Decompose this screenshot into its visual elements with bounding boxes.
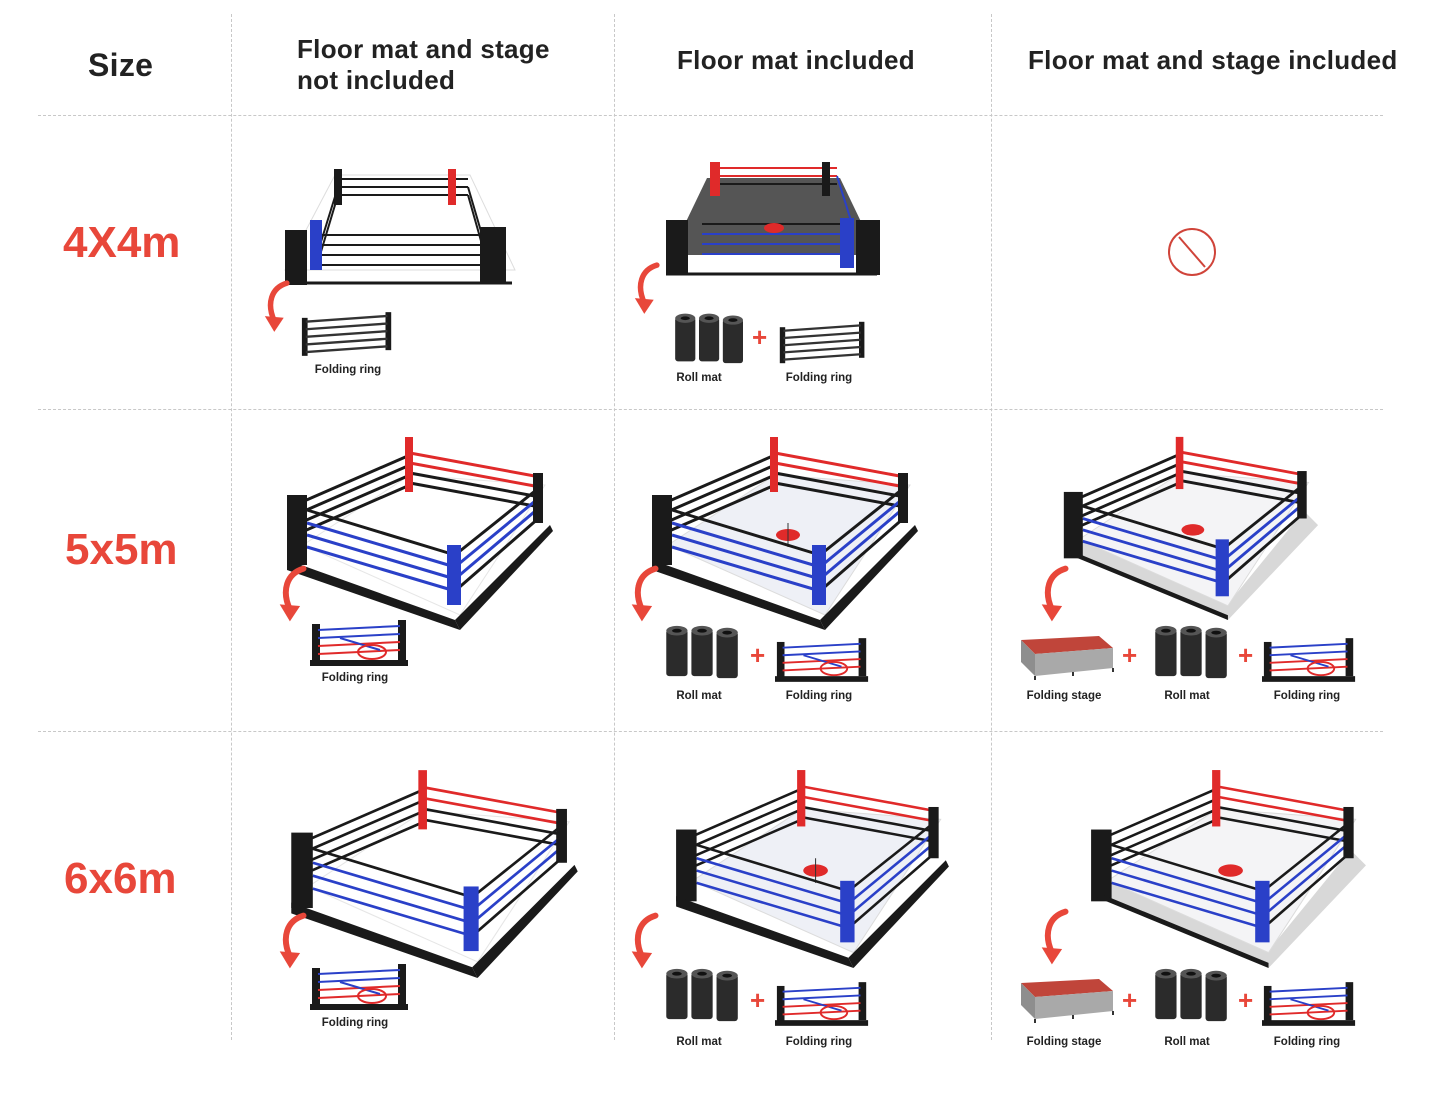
- folding-stage-icon: [1020, 978, 1114, 1024]
- folding-ring-icon: [778, 320, 866, 365]
- item-caption: Folding stage: [1026, 1036, 1102, 1048]
- item-caption: Folding ring: [321, 1017, 389, 1029]
- plus-sign: +: [1238, 640, 1254, 670]
- arrow-icon: [262, 280, 296, 335]
- plus-sign: +: [750, 640, 766, 670]
- item-caption: Folding ring: [1273, 1036, 1341, 1048]
- plus-sign: +: [750, 985, 766, 1015]
- row-divider: [38, 731, 1383, 732]
- ring-with-mat-image: [676, 770, 949, 968]
- row-divider: [38, 115, 1383, 116]
- ring-with-stage-image: [1091, 770, 1366, 968]
- item-caption: Folding ring: [1273, 690, 1341, 702]
- ring-with-mat-image: [652, 437, 918, 630]
- column-divider: [231, 14, 232, 1040]
- roll-mat-icon: [1155, 625, 1227, 679]
- plus-sign: +: [1238, 985, 1254, 1015]
- item-caption: Folding ring: [785, 690, 853, 702]
- item-caption: Folding ring: [314, 364, 382, 376]
- folding-ring-icon: [775, 637, 870, 683]
- ring-image: [284, 169, 516, 285]
- header-no-mat-no-stage: Floor mat and stage not included: [297, 34, 550, 96]
- header-floor-mat: Floor mat included: [677, 45, 915, 75]
- arrow-icon: [630, 912, 664, 972]
- folding-ring-icon: [300, 310, 393, 358]
- plus-sign: +: [752, 322, 768, 352]
- roll-mat-icon: [666, 625, 738, 679]
- header-line: Floor mat and stage: [297, 34, 550, 64]
- ring-image: [291, 770, 578, 978]
- item-caption: Roll mat: [676, 372, 722, 384]
- item-caption: Folding ring: [321, 672, 389, 684]
- size-label-4x4: 4X4m: [63, 218, 181, 267]
- size-label-6x6: 6x6m: [64, 854, 177, 903]
- arrow-icon: [278, 565, 312, 625]
- item-caption: Roll mat: [1164, 1036, 1210, 1048]
- folding-ring-icon: [775, 981, 870, 1027]
- folding-ring-icon: [1262, 981, 1357, 1027]
- arrow-icon: [1040, 908, 1074, 968]
- prohibited-icon: [1168, 228, 1216, 276]
- ring-with-stage-image: [1063, 436, 1319, 620]
- folding-ring-icon: [310, 619, 409, 667]
- item-caption: Roll mat: [1164, 690, 1210, 702]
- header-size: Size: [88, 47, 154, 83]
- roll-mat-icon: [675, 313, 743, 364]
- plus-sign: +: [1122, 640, 1138, 670]
- column-divider: [991, 14, 992, 1040]
- arrow-icon: [1040, 565, 1074, 625]
- arrow-icon: [630, 565, 664, 625]
- folding-ring-icon: [1262, 637, 1357, 683]
- folding-ring-icon: [310, 963, 409, 1011]
- item-caption: Folding ring: [785, 372, 853, 384]
- row-divider: [38, 409, 1383, 410]
- arrow-icon: [632, 262, 666, 317]
- item-caption: Roll mat: [676, 1036, 722, 1048]
- column-divider: [614, 14, 615, 1040]
- roll-mat-icon: [666, 968, 738, 1022]
- plus-sign: +: [1122, 985, 1138, 1015]
- folding-stage-icon: [1020, 635, 1114, 681]
- item-caption: Roll mat: [676, 690, 722, 702]
- ring-image: [287, 437, 553, 630]
- header-line: not included: [297, 65, 456, 95]
- roll-mat-icon: [1155, 968, 1227, 1022]
- ring-with-mat-image: [666, 162, 880, 276]
- item-caption: Folding stage: [1026, 690, 1102, 702]
- header-mat-and-stage: Floor mat and stage included: [1028, 45, 1398, 75]
- size-label-5x5: 5x5m: [65, 525, 178, 574]
- item-caption: Folding ring: [785, 1036, 853, 1048]
- arrow-icon: [278, 912, 312, 972]
